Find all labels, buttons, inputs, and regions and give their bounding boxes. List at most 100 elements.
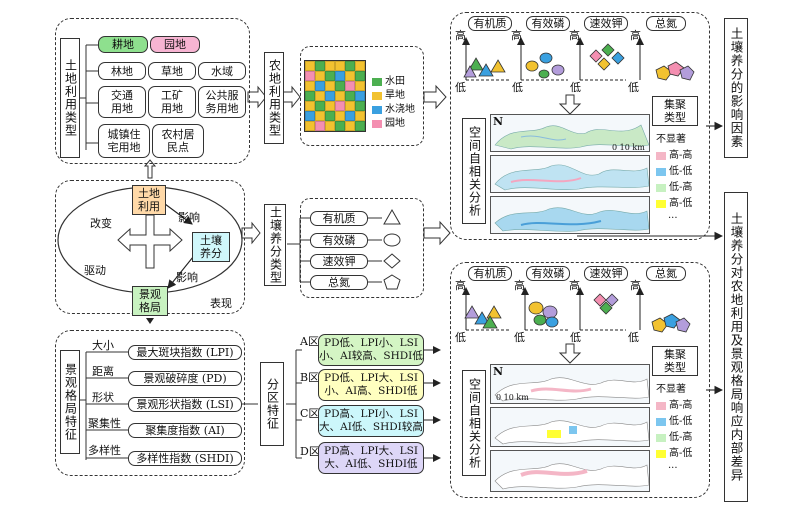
cycle-influence1-label: 影响 [178,211,200,224]
crop-cell [305,101,315,111]
crop-cell [325,91,335,101]
crop-cell [355,61,365,71]
zone-b-text: PD低、LPI大、LSI 小、AI高、SHDI低 [318,369,424,401]
crop-cell [335,81,345,91]
cycle-change-label: 改变 [90,217,112,230]
crop-cell [315,91,325,101]
crop-cell [315,61,325,71]
top-cluster-title: 集聚 类型 [652,96,698,126]
crop-cell [355,91,365,101]
crop-cell [345,81,355,91]
land-use-transport: 交通 用地 [98,86,146,118]
bottom-low-2: 低 [514,331,525,344]
soil-item-potassium: 速效钾 [310,254,368,269]
crop-cell [305,81,315,91]
bottom-cluster-lh: 低-高 [656,428,692,443]
top-low-3: 低 [570,81,581,94]
bottom-nutrient-nitrogen: 总氮 [646,266,686,281]
zone-d-label: D区 [300,445,320,458]
top-cluster-hh: 高-高 [656,146,692,161]
crop-cell [325,71,335,81]
bottom-nutrient-organic: 有机质 [468,266,512,281]
category-diversity: 多样性 [88,444,121,457]
crop-cell [305,111,315,121]
soil-types-group [300,198,424,298]
land-use-grass: 草地 [148,62,196,80]
top-panel [450,12,710,240]
soil-item-nitrogen: 总氮 [310,275,368,290]
crop-cell [355,101,365,111]
crop-cell [345,61,355,71]
bottom-autocorr-label: 空间自相关分析 [462,370,486,476]
category-distance: 距离 [92,365,114,378]
crop-cell [305,71,315,81]
crop-cell [325,101,335,111]
bottom-north-arrow: N [493,365,504,378]
index-pd: 景观破碎度 (PD) [128,371,242,386]
crop-legend-orchard: 园地 [372,114,405,129]
land-use-forest: 林地 [98,62,146,80]
index-lpi: 最大斑块指数 (LPI) [128,345,242,360]
cycle-influence2-label: 影响 [176,271,198,284]
bottom-low-3: 低 [570,331,581,344]
category-shape: 形状 [92,391,114,404]
crop-cell [335,121,345,131]
zone-features-title: 分区特征 [260,362,284,446]
top-map-1 [490,114,650,152]
crop-cell [345,91,355,101]
crop-cell [335,111,345,121]
land-use-industrial: 工矿 用地 [148,86,196,118]
crop-cell [335,71,345,81]
top-nutrient-nitrogen: 总氮 [646,16,686,31]
crop-legend-dry: 旱地 [372,86,405,101]
crop-cell [315,111,325,121]
top-map-3 [490,196,650,234]
arrow-up [143,159,157,179]
land-use-group [55,18,250,164]
crop-cell [325,121,335,131]
soil-item-phosphorus: 有效磷 [310,233,368,248]
zone-c-text: PD高、LPI小、LSI 大、AI低、SHDI较高 [318,405,424,437]
crop-cell [345,111,355,121]
bottom-high-1: 高 [455,279,466,292]
zone-b-label: B区 [300,371,320,384]
bottom-high-3: 高 [569,279,580,292]
land-use-urban: 城镇住 宅用地 [98,124,150,158]
right-diff-box: 土壤养分对农地利用及景观格局响应内部差异 [724,192,748,502]
crop-cell [315,121,325,131]
bottom-cluster-hl: 高-低 [656,444,692,459]
crop-cell [325,61,335,71]
index-shdi: 多样性指数 (SHDI) [128,451,242,466]
land-use-title: 土地利用类型 [60,38,80,158]
crop-cell [345,71,355,81]
right-factor-box: 土壤养分的影响因素 [724,18,748,158]
category-aggregation: 聚集性 [88,417,121,430]
zone-a-text: PD低、LPI小、LSI 小、AI较高、SHDI低 [318,334,424,366]
crop-cell [335,61,345,71]
zone-d-text: PD高、LPI大、LSI 大、AI低、SHDI低 [318,442,424,474]
top-low-1: 低 [455,81,466,94]
crop-cell [345,101,355,111]
cycle-express-label: 表现 [210,297,232,310]
crop-cell [315,101,325,111]
crop-cell [325,111,335,121]
central-arrows [117,214,183,269]
top-high-1: 高 [455,29,466,42]
bottom-cluster-more: ... [668,460,678,471]
top-low-4: 低 [628,81,639,94]
crop-cell [345,121,355,131]
bottom-high-2: 高 [514,279,525,292]
bottom-low-4: 低 [628,331,639,344]
features-bracket [78,349,302,460]
zone-a-label: A区 [300,335,319,348]
crop-cell [355,121,365,131]
top-map-2 [490,155,650,193]
crop-legend-group [300,46,424,146]
top-nutrient-potassium: 速效钾 [584,16,628,31]
top-cluster-ll: 低-低 [656,162,692,177]
bottom-cluster-hh: 高-高 [656,396,692,411]
land-use-water: 水域 [198,62,246,80]
top-autocorr-label: 空间自相关分析 [462,118,486,224]
bottom-low-1: 低 [455,331,466,344]
bottom-map-2 [490,407,650,447]
